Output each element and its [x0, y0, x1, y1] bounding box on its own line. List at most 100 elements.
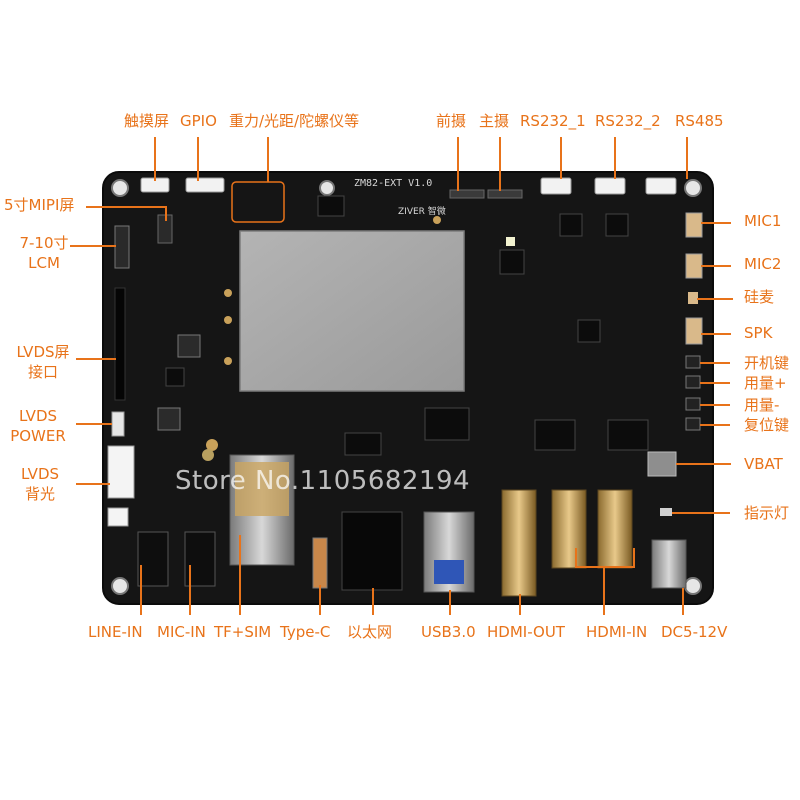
led [506, 237, 515, 246]
brand-en: ZIVER [398, 207, 425, 217]
leader-tf-sim [239, 535, 241, 615]
chip [344, 432, 382, 456]
label-dc: DC5-12V [661, 623, 728, 641]
leader-lcm [70, 245, 116, 247]
label-reset: 复位键 [744, 416, 790, 434]
capacitor [202, 449, 214, 461]
label-front-cam: 前摄 [436, 112, 467, 130]
mount-hole [319, 180, 335, 196]
rs232-2-connector [594, 177, 626, 195]
store-watermark: Store No.1105682194 [175, 466, 471, 496]
gpio-connector [185, 177, 225, 193]
label-vbat: VBAT [744, 455, 783, 473]
leader-spk [701, 333, 731, 335]
lvds-header [114, 287, 126, 401]
lcm-connector [114, 225, 130, 269]
leader-touch [154, 137, 156, 181]
leader-hdmi-in-l [575, 548, 577, 568]
label-lvds-line2: 接口 [27, 363, 58, 381]
label-lvds-power-line1: LVDS [18, 407, 58, 425]
inductor [177, 334, 201, 358]
hdmi-extra-port [551, 489, 587, 569]
indicator-led [660, 508, 672, 516]
label-touch: 触摸屏 [124, 112, 170, 130]
leader-power-key [700, 362, 730, 364]
mic1-connector [685, 212, 703, 238]
leader-rs485 [686, 137, 688, 179]
leader-mic-in [189, 565, 191, 615]
leader-lvds-backlight [76, 483, 110, 485]
front-cam-connector [449, 189, 485, 199]
leader-hdmi-in-a [603, 566, 605, 615]
inductor [157, 407, 181, 431]
leader-rs232-2 [614, 137, 616, 179]
rs485-connector [645, 177, 677, 195]
leader-typec [319, 585, 321, 615]
leader-hdmi-in-r [633, 548, 635, 568]
leader-hdmi-out [519, 594, 521, 615]
mount-hole [684, 179, 702, 197]
usb3-tongue [434, 560, 464, 584]
sensor-area [231, 181, 285, 223]
label-ethernet: 以太网 [347, 623, 393, 641]
lvds-backlight-connector [107, 445, 135, 499]
label-indicator: 指示灯 [744, 504, 790, 522]
tf-sim-card [235, 462, 289, 516]
reset-button [685, 417, 701, 431]
label-lvds-power: LVDS POWER [2, 406, 74, 446]
leader-mic2 [701, 265, 731, 267]
label-spk: SPK [744, 324, 773, 342]
label-lvds-backlight-line1: LVDS [20, 465, 60, 483]
antenna-pad [433, 216, 441, 224]
leader-vol-up [700, 382, 730, 384]
label-lvds: LVDS屏 接口 [10, 342, 76, 382]
mount-hole [684, 577, 702, 595]
leader-lvds [76, 358, 116, 360]
vol-down-button [685, 397, 701, 411]
dc-jack [651, 539, 687, 589]
chip [605, 213, 629, 237]
silkscreen-brand: ZIVER 智微 [398, 204, 446, 217]
label-lvds-power-line2: POWER [10, 427, 66, 445]
leader-main-cam [499, 137, 501, 191]
label-power-key: 开机键 [744, 354, 790, 372]
mount-hole [111, 577, 129, 595]
leader-indicator [672, 512, 730, 514]
leader-rs232-1 [560, 137, 562, 179]
hdmi-out-port [501, 489, 537, 597]
label-mipi: 5寸MIPI屏 [4, 196, 75, 214]
label-lcm-line2: LCM [28, 254, 60, 272]
small-connector [107, 507, 129, 527]
leader-front-cam [457, 137, 459, 191]
leader-hdmi-in-h [575, 566, 635, 568]
label-lvds-backlight: LVDS 背光 [12, 464, 68, 504]
vbat-holder [647, 451, 677, 477]
mount-hole [206, 439, 218, 451]
leader-line-in [140, 565, 142, 615]
antenna-pad [224, 357, 232, 365]
vol-up-button [685, 375, 701, 389]
label-hdmi-in: HDMI-IN [586, 623, 648, 641]
typec-port [312, 537, 328, 589]
ethernet-port [341, 511, 403, 591]
chip [165, 367, 185, 387]
lvds-power-connector [111, 411, 125, 437]
chip [499, 249, 525, 275]
label-lcm-line1: 7-10寸 [19, 234, 69, 252]
label-gpio: GPIO [180, 112, 217, 130]
label-rs232-1: RS232_1 [520, 112, 586, 130]
lcd-shield [239, 230, 465, 392]
label-mic1: MIC1 [744, 212, 782, 230]
leader-mic1 [701, 222, 731, 224]
leader-gpio [197, 137, 199, 181]
rs232-1-connector [540, 177, 572, 195]
label-rs485: RS485 [675, 112, 724, 130]
line-in-jack [137, 531, 169, 587]
label-hdmi-out: HDMI-OUT [487, 623, 565, 641]
leader-vbat [676, 463, 731, 465]
label-rs232-2: RS232_2 [595, 112, 661, 130]
chip [607, 419, 649, 451]
power-button [685, 355, 701, 369]
